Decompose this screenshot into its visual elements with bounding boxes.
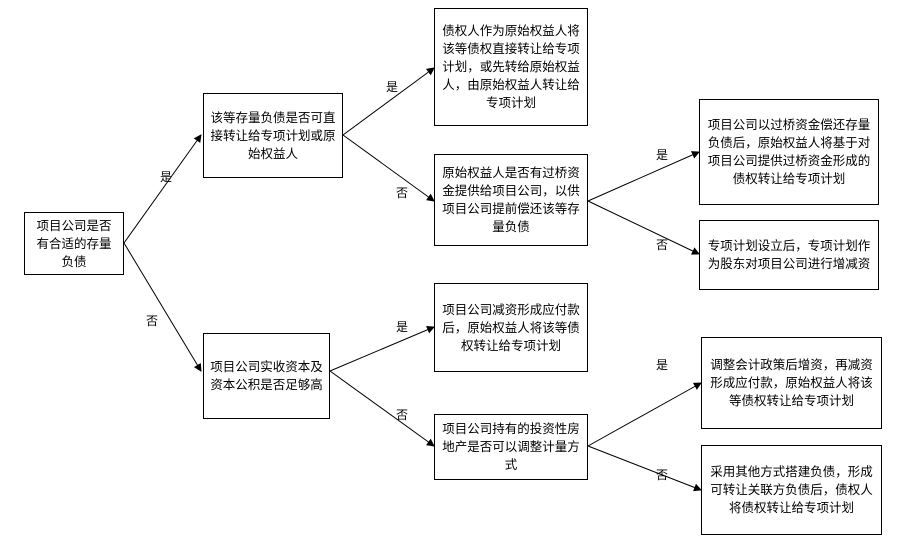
- node-bridge-no-answer-text: 专项计划设立后，专项计划作为股东对项目公司进行增减资: [707, 238, 871, 271]
- node-root-text: 项目公司是否有合适的存量负债: [36, 217, 112, 269]
- node-property-yes-answer-text: 调整会计政策后增资，再减资形成应付款，原始权益人将该等债权转让给专项计划: [710, 357, 873, 408]
- label-bridge-yes: 是: [656, 148, 669, 162]
- arrow-root-to-direct-question: [123, 134, 202, 244]
- node-capital-yes-answer: 项目公司减资形成应付款后，原始权益人将该等债权转让给专项计划: [434, 283, 588, 372]
- arrow-capital-no: [329, 370, 435, 447]
- arrow-capital-yes: [329, 326, 435, 372]
- arrow-bridge-no: [587, 200, 700, 255]
- node-capital-question: 项目公司实收资本及资本公积是否足够高: [203, 333, 330, 419]
- node-property-yes-answer: 调整会计政策后增资，再减资形成应付款，原始权益人将该等债权转让给专项计划: [701, 337, 882, 429]
- label-bridge-no: 否: [656, 238, 669, 252]
- arrow-direct-question-yes: [342, 67, 435, 136]
- label-property-no: 否: [656, 468, 669, 482]
- label-capital-no: 否: [396, 408, 409, 422]
- node-bridge-question: 原始权益人是否有过桥资金提供给项目公司，以供项目公司提前偿还该等存量负债: [434, 154, 588, 246]
- node-property-no-answer: 采用其他方式搭建负债，形成可转让关联方负债后，债权人将债权转让给专项计划: [701, 445, 882, 535]
- node-direct-transfer-answer: 债权人作为原始权益人将该等债权直接转让给专项计划，或先转给原始权益人，由原始权益…: [434, 8, 588, 126]
- arrow-direct-question-no: [342, 134, 435, 202]
- arrow-root-to-capital-question: [123, 242, 202, 372]
- node-direct-transfer-question-text: 该等存量负债是否可直接转让给专项计划或原始权益人: [210, 109, 336, 161]
- node-direct-transfer-question: 该等存量负债是否可直接转让给专项计划或原始权益人: [203, 93, 343, 178]
- node-direct-transfer-answer-text: 债权人作为原始权益人将该等债权直接转让给专项计划，或先转给原始权益人，由原始权益…: [442, 23, 580, 110]
- node-capital-yes-answer-text: 项目公司减资形成应付款后，原始权益人将该等债权转让给专项计划: [442, 301, 580, 353]
- label-root-no: 否: [146, 314, 159, 328]
- label-direct-yes: 是: [386, 80, 399, 94]
- node-bridge-question-text: 原始权益人是否有过桥资金提供给项目公司，以供项目公司提前偿还该等存量负债: [442, 165, 580, 234]
- label-capital-yes: 是: [396, 320, 409, 334]
- label-root-yes: 是: [160, 170, 173, 184]
- node-property-no-answer-text: 采用其他方式搭建负债，形成可转让关联方负债后，债权人将债权转让给专项计划: [710, 464, 873, 515]
- node-capital-question-text: 项目公司实收资本及资本公积是否足够高: [210, 359, 323, 392]
- node-bridge-yes-answer-text: 项目公司以过桥资金偿还存量负债后，原始权益人将基于对项目公司提供过桥资金形成的债…: [707, 117, 871, 186]
- arrow-property-no: [587, 445, 702, 492]
- node-property-question-text: 项目公司持有的投资性房地产是否可以调整计量方式: [442, 421, 580, 472]
- node-bridge-yes-answer: 项目公司以过桥资金偿还存量负债后，原始权益人将基于对项目公司提供过桥资金形成的债…: [699, 99, 879, 205]
- node-root: 项目公司是否有合适的存量负债: [24, 212, 124, 275]
- label-direct-no: 否: [396, 186, 409, 200]
- node-bridge-no-answer: 专项计划设立后，专项计划作为股东对项目公司进行增减资: [699, 220, 879, 290]
- arrow-property-yes: [587, 382, 702, 447]
- label-property-yes: 是: [656, 358, 669, 372]
- arrow-bridge-yes: [587, 151, 700, 202]
- node-property-question: 项目公司持有的投资性房地产是否可以调整计量方式: [434, 414, 588, 480]
